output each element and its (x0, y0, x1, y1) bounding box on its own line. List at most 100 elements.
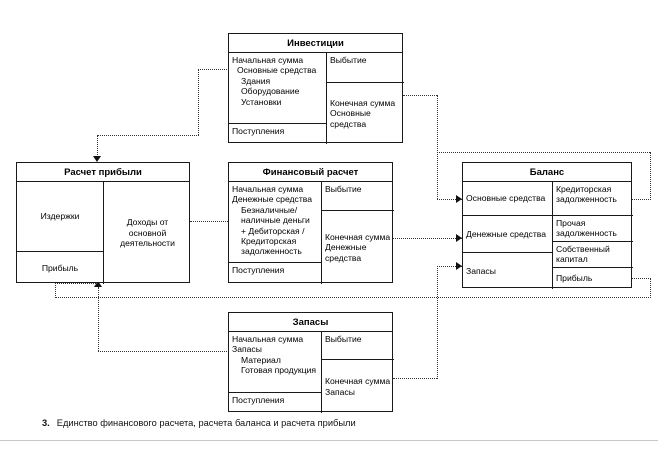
footer-rule (0, 440, 658, 441)
connector-invest-to-profit-h (97, 135, 199, 136)
balance-title: Баланс (463, 163, 631, 182)
stock-left-main: Начальная сумма Запасы Материал Готовая … (229, 332, 321, 392)
figure-number: 3. (42, 418, 50, 428)
connector-bottom-loop-left-v (55, 283, 56, 298)
balance-asset-cash: Денежные средства (463, 215, 552, 252)
profit-profit: Прибыль (17, 251, 103, 284)
box-investments: Инвестиции Начальная сумма Основные сред… (228, 33, 404, 144)
financial-item-0: Безналичные/ (241, 204, 298, 215)
stock-left-top: Начальная сумма (232, 334, 304, 344)
financial-end-l3: средства (325, 252, 362, 263)
arrow-into-profit-bottom (94, 281, 102, 287)
stock-right-top: Выбытие (321, 332, 394, 359)
investments-item-0: Здания (241, 75, 271, 86)
investments-end-l2: Основные (330, 108, 371, 119)
financial-right-bottom: Конечная сумма Денежные средства (321, 210, 394, 284)
investments-right-top: Выбытие (326, 53, 404, 82)
arrow-into-balance-stock (456, 262, 462, 270)
arrow-into-balance-cash (456, 234, 462, 242)
investments-title: Инвестиции (229, 34, 402, 53)
profit-profit-label: Прибыль (41, 262, 79, 273)
balance-equity-l1: Собственный (556, 244, 610, 254)
connector-balance-top-loop-v (650, 152, 651, 200)
profit-income: Доходы от основной деятельности (103, 182, 191, 284)
balance-asset-2-label: Запасы (466, 265, 496, 276)
financial-left-subhead: Денежные средства (232, 194, 313, 205)
balance-asset-stock: Запасы (463, 252, 552, 289)
connector-stock-left-h (98, 351, 229, 352)
balance-asset-1-label: Денежные средства (466, 228, 547, 239)
box-financial-calculation: Финансовый расчет Начальная сумма Денежн… (228, 162, 394, 284)
investments-end-l1: Конечная сумма (330, 97, 396, 108)
investments-right-bottom: Конечная сумма Основные средства (326, 82, 404, 144)
financial-outflow-label: Выбытие (325, 184, 362, 194)
stock-title: Запасы (229, 313, 392, 332)
arrow-into-profit-top (93, 156, 101, 162)
financial-left-main: Начальная сумма Денежные средства Безнал… (229, 182, 321, 262)
balance-other-l2: задолженность (556, 228, 617, 239)
profit-income-l3: деятельности (120, 238, 175, 249)
connector-bottom-loop-left-h (55, 283, 98, 284)
investments-left-top: Начальная сумма (232, 55, 304, 65)
stock-end-l2: Запасы (325, 386, 355, 397)
stock-item-0: Материал (241, 354, 281, 365)
connector-invest-end-h (403, 95, 437, 96)
investments-item-2: Установки (241, 96, 282, 107)
financial-title: Финансовый расчет (229, 163, 392, 182)
financial-end-l2: Денежные (325, 242, 367, 253)
connector-invest-to-profit-v (97, 135, 98, 157)
balance-equity-l2: капитал (556, 254, 588, 265)
balance-creditors-l2: задолженность (556, 194, 617, 205)
box-balance: Баланс Основные средства Денежные средст… (462, 162, 633, 289)
investments-end-l3: средства (330, 118, 367, 129)
connector-bottom-loop-right-v (650, 278, 651, 298)
balance-profit-label: Прибыль (556, 273, 593, 284)
stock-inflow-label: Поступления (232, 395, 285, 405)
stock-item-1: Готовая продукция (241, 365, 317, 376)
investments-item-1: Оборудование (241, 86, 300, 97)
connector-stock-to-balance (437, 266, 462, 267)
balance-asset-0-label: Основные средства (466, 193, 546, 204)
investments-left-subhead: Основные средства (237, 65, 317, 76)
stock-left-bottom: Поступления (229, 392, 321, 413)
connector-invest-start-down (198, 69, 199, 135)
profit-income-l2: от основной (128, 217, 169, 238)
financial-item-4: задолженность (241, 246, 302, 257)
profit-title: Расчет прибыли (17, 163, 189, 182)
connector-balance-top-loop-h (437, 152, 650, 153)
connector-invest-end-to-balance (437, 199, 462, 200)
connector-bottom-loop-h (55, 297, 651, 298)
balance-asset-fixed: Основные средства (463, 182, 552, 215)
financial-end-l1: Конечная сумма (325, 231, 391, 242)
balance-liability-creditors: Кредиторская задолженность (552, 182, 633, 215)
figure-caption-text: Единство финансового расчета, расчета ба… (56, 418, 356, 428)
investments-outflow-label: Выбытие (330, 55, 367, 65)
balance-liability-profit: Прибыль (552, 267, 633, 289)
profit-income-l1: Доходы (126, 217, 158, 228)
connector-stock-end-h (393, 378, 437, 379)
stock-end-l1: Конечная сумма (325, 376, 391, 387)
box-profit-calculation: Расчет прибыли Издержки Прибыль Доходы о… (16, 162, 191, 284)
connector-stock-end-v (437, 266, 438, 379)
connector-fin-to-profit (190, 221, 228, 222)
investments-left-main: Начальная сумма Основные средства Здания… (229, 53, 326, 123)
connector-invest-end-v (437, 95, 438, 199)
financial-right-top: Выбытие (321, 182, 394, 210)
investments-inflow-label: Поступления (232, 126, 285, 136)
connector-invest-start-stub (198, 69, 229, 70)
connector-into-creditors-h (632, 199, 651, 200)
balance-other-l1: Прочая (556, 218, 586, 228)
box-stock: Запасы Начальная сумма Запасы Материал Г… (228, 312, 394, 413)
connector-up-into-profit (98, 287, 99, 351)
stock-left-subhead: Запасы (232, 344, 262, 355)
balance-liability-other: Прочая задолженность (552, 215, 633, 241)
investments-left-bottom: Поступления (229, 123, 326, 144)
arrow-into-balance-fixed-assets (456, 195, 462, 203)
financial-inflow-label: Поступления (232, 265, 285, 275)
profit-costs-label: Издержки (40, 211, 80, 222)
financial-left-bottom: Поступления (229, 262, 321, 284)
profit-costs: Издержки (17, 182, 103, 251)
stock-right-bottom: Конечная сумма Запасы (321, 359, 394, 413)
financial-item-2: + Дебиторская / (241, 225, 305, 236)
balance-liability-equity: Собственный капитал (552, 241, 633, 267)
